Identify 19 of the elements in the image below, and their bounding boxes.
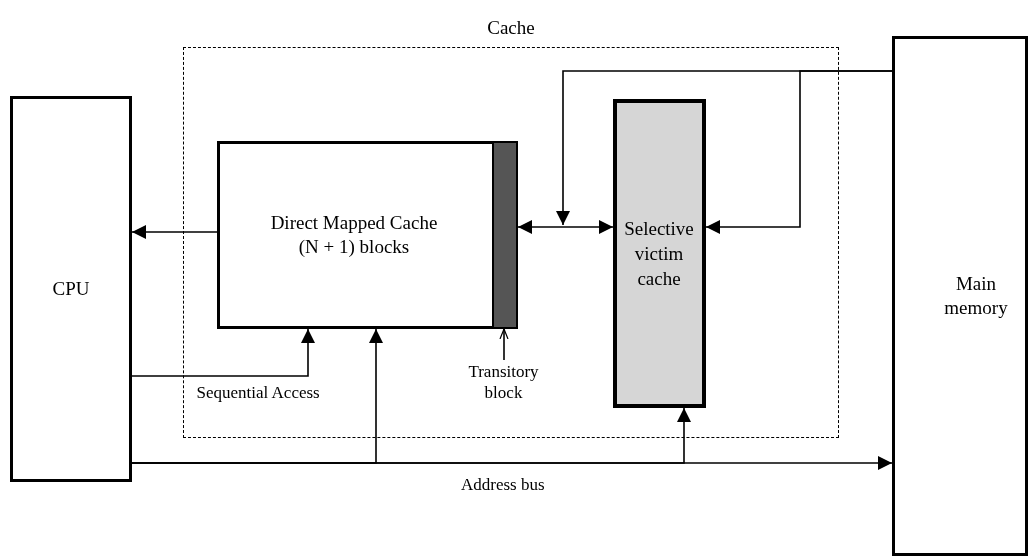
node-label: Main memory [943,272,1009,320]
edge-label: Sequential Access [194,383,322,403]
node-label: (N + 1) blocks [298,234,410,259]
cpu-box [10,96,132,482]
annotation-text: Transitory block [467,360,540,403]
arrow [131,328,315,377]
node-label: CPU [52,277,90,301]
arrow [131,225,218,239]
cache-box [216,140,518,329]
node-label: Selective victim cache [623,216,695,291]
node-label: Direct Mapped Cache [270,210,438,235]
arrow [517,220,614,234]
victim-cache-box [612,98,706,408]
leader-line [499,328,509,361]
memory-box [892,36,1028,556]
group-heading: Cache [487,16,535,40]
transitory-block-bar [491,140,518,329]
arrow [131,407,691,464]
arrow [556,70,893,226]
